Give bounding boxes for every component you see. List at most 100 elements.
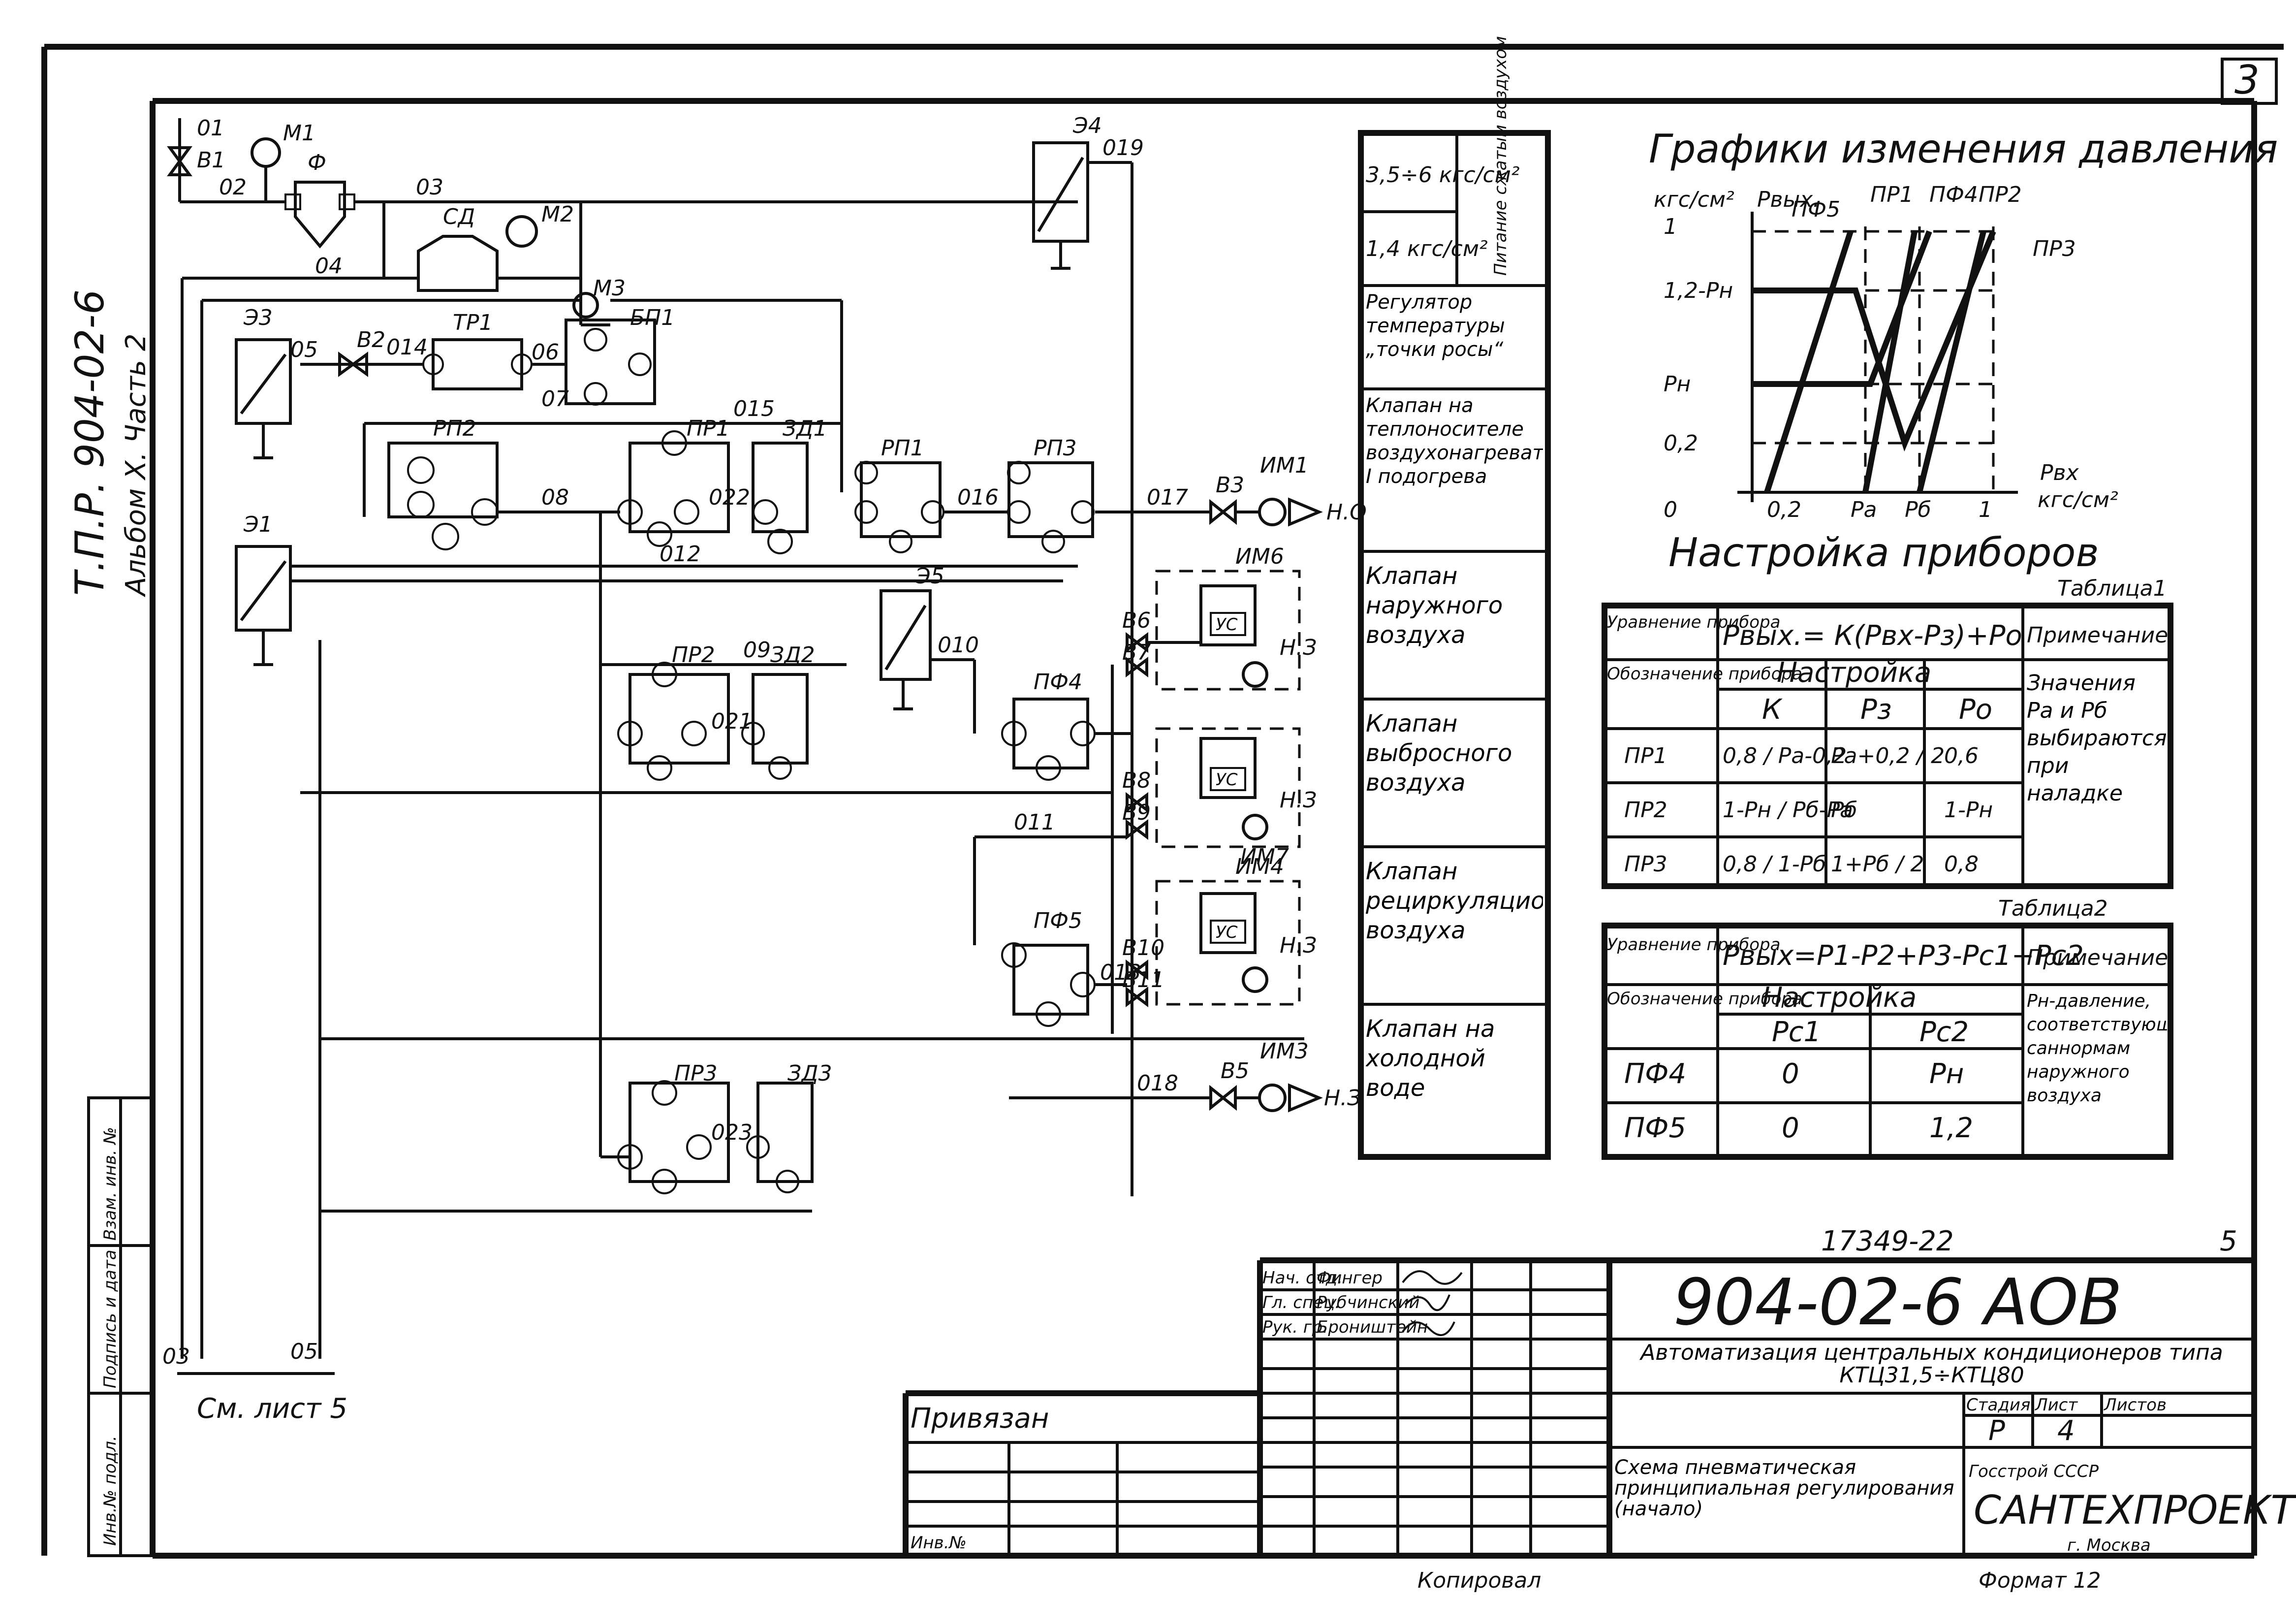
setter-zd2-label: ЗД2 xyxy=(770,642,815,668)
legend-recirc-valve: Клапан рециркуляционного воздуха xyxy=(1366,858,1543,944)
table2-cell: 0 xyxy=(1782,1058,1799,1090)
unit-bp1-label: БП1 xyxy=(630,305,675,330)
actuator-im7 xyxy=(1242,814,1268,840)
graph-y-tick: 0 xyxy=(1664,497,1677,522)
actuator-im4 xyxy=(1242,966,1268,993)
inventory-number: 17349-22 xyxy=(1821,1225,1954,1257)
line-08-label: 08 xyxy=(541,485,569,510)
valve-v5 xyxy=(1209,1085,1237,1111)
legend-column: 3,5÷6 кгс/см² 1,4 кгс/см² Питание сжатым… xyxy=(1358,36,1551,1160)
table2-setting-header: Настройка xyxy=(1762,982,1917,1014)
sheet-corner-number: 5 xyxy=(2220,1225,2237,1257)
relay-pr1-label: ПР1 xyxy=(687,416,730,441)
table1-equation: Рвых.= К(Рвх-Рз)+Ро xyxy=(1723,620,2022,652)
relay-rp2-label: РП2 xyxy=(433,416,476,441)
role-chief: Гл. спец. xyxy=(1262,1293,1340,1312)
unit-tr1 xyxy=(432,338,523,390)
sheets-header: Листов xyxy=(2103,1395,2167,1415)
table2-col-c2: Рс2 xyxy=(1919,1016,1969,1048)
table1-cell: ПР3 xyxy=(1624,852,1667,877)
actuator-im4-us: УС xyxy=(1216,923,1238,942)
sheet-frame: 3 xyxy=(41,44,2284,1559)
graph-curve-label: ПФ4 xyxy=(1929,182,1978,207)
relay-pf5-label: ПФ5 xyxy=(1034,908,1082,933)
graph-y-unit: кгс/см² xyxy=(1654,187,1734,212)
valve-e3-label: Э3 xyxy=(243,305,273,330)
org-city: г. Москва xyxy=(2067,1535,2151,1555)
table1-cell: Ра+0,2 / 2 xyxy=(1831,743,1945,768)
filter-label: Ф xyxy=(308,150,326,175)
valve-v6 xyxy=(1126,632,1148,653)
table1-cell: 1-Рн xyxy=(1944,798,1993,823)
stage-value: Р xyxy=(1988,1415,2005,1447)
drawing-name: Схема пневматическая принципиальная регу… xyxy=(1614,1457,1954,1520)
valve-e1-label: Э1 xyxy=(243,512,273,537)
filter-f xyxy=(294,181,346,249)
supply-pressure-2: 1,4 кгс/см² xyxy=(1366,236,1488,261)
valve-e5 xyxy=(880,589,932,681)
relay-rp1-label: РП1 xyxy=(881,436,924,461)
graph-curve xyxy=(1752,230,1996,452)
table2-eq-header: Уравнение прибора xyxy=(1607,935,1780,955)
valve-e4-label: Э4 xyxy=(1072,113,1102,138)
table1-col-k: К xyxy=(1762,694,1783,726)
actuator-im3-state: Н.З xyxy=(1324,1086,1361,1111)
relay-pr2 xyxy=(629,673,730,765)
table1-label: Таблица1 xyxy=(2057,576,2167,601)
gauge-m1 xyxy=(251,137,281,168)
table1-cell: 1+Рб / 2 xyxy=(1831,852,1924,877)
valve-e5-label: Э5 xyxy=(915,564,944,589)
line-019-label: 019 xyxy=(1102,135,1144,160)
valve-v3 xyxy=(1209,499,1237,525)
table2-equation: Рвых=Р1-Р2+Р3-Рс1+Рс2 xyxy=(1723,940,2084,972)
graph-x-tick: Рб xyxy=(1905,497,1931,522)
table1-col-po: Ро xyxy=(1959,694,1992,726)
sheet-format: Формат 12 xyxy=(1979,1568,2101,1593)
valve-v9 xyxy=(1126,819,1148,840)
setter-zd3 xyxy=(756,1082,814,1183)
graph-x-tick: Ра xyxy=(1851,497,1877,522)
graph-x-var: Рвх xyxy=(2040,460,2079,485)
line-01-label: 01 xyxy=(197,116,224,141)
actuator-im1 xyxy=(1288,497,1323,527)
actuator-im4-state: Н.З xyxy=(1280,933,1317,958)
table1-cell: 1-Рн / Рб-Ра xyxy=(1723,798,1853,823)
valve-v10-label: В10 xyxy=(1122,935,1164,960)
stamp-sign: Подпись и дата xyxy=(100,1249,120,1388)
gauge-m3 xyxy=(572,292,599,319)
inv-no-label: Инв.№ xyxy=(911,1533,967,1553)
table2-note: Рн-давление, соответствующее саннормам н… xyxy=(2027,991,2167,1106)
actuator-im7-label: ИМ7 xyxy=(1240,844,1289,869)
graph-curve-label: ПР1 xyxy=(1870,182,1914,207)
relay-pr2-label: ПР2 xyxy=(672,642,715,668)
line-09-label: 09 xyxy=(743,638,771,663)
signatures xyxy=(1402,1270,1463,1336)
valve-v10 xyxy=(1126,959,1148,980)
actuator-im7-us: УС xyxy=(1216,770,1238,790)
graph-curve-label: ПР3 xyxy=(2033,236,2076,261)
graph-curve xyxy=(1917,230,1986,493)
table1-cell: ПР2 xyxy=(1624,798,1667,823)
table1-note: Значения Ра и Рб выбираются при наладке xyxy=(2027,671,2167,806)
stage-header: Стадия xyxy=(1966,1395,2030,1415)
table1-setting-header: Настройка xyxy=(1777,657,1931,689)
relay-rp3 xyxy=(1007,461,1094,538)
actuator-im6-frame xyxy=(1155,570,1301,691)
line-05-bottom-label: 05 xyxy=(290,1339,318,1364)
line-011-label: 011 xyxy=(1014,810,1055,835)
graph-y-tick: 1,2-Рн xyxy=(1664,278,1733,303)
sheet-value: 4 xyxy=(2057,1415,2075,1447)
table2-note-header: Примечание xyxy=(2027,945,2168,970)
relay-rp1 xyxy=(860,461,942,538)
graph-x-tick: 0,2 xyxy=(1767,497,1801,522)
line-05-label: 05 xyxy=(290,337,318,362)
valve-v11 xyxy=(1126,987,1148,1007)
graph-curve-label: ПФ5 xyxy=(1792,197,1840,222)
actuator-im1-label: ИМ1 xyxy=(1260,453,1309,478)
table-2: Таблица2 Уравнение прибора Рвых=Р1-Р2+Р3… xyxy=(1602,896,2173,1160)
legend-heater-valve: Клапан на теплоносителе воздухонагревате… xyxy=(1366,394,1543,488)
